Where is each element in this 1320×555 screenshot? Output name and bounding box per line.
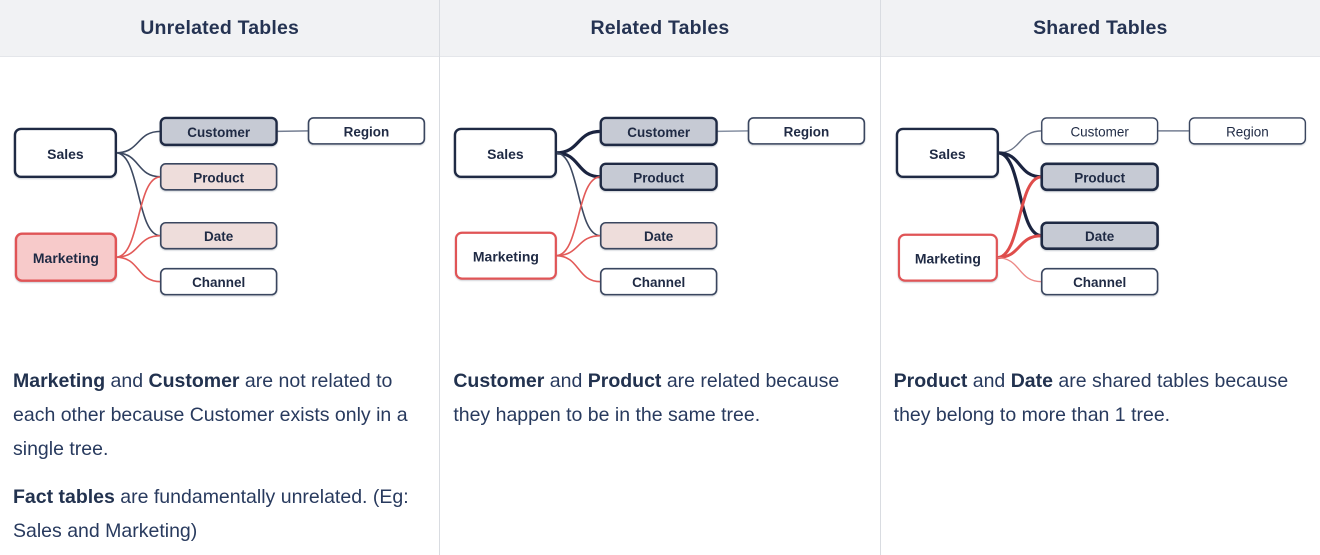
edge-marketing-channel	[995, 256, 1043, 283]
column-title: Related Tables	[590, 16, 730, 39]
notes-shared: Product and Date are shared tables becau…	[881, 352, 1320, 446]
node-channel: Channel	[600, 267, 718, 296]
edge-sales-date	[555, 152, 602, 237]
node-sales: Sales	[13, 127, 118, 179]
column-header: Shared Tables	[880, 0, 1320, 57]
node-channel: Channel	[1040, 267, 1159, 296]
node-product: Product	[1040, 162, 1159, 192]
body-text: and	[105, 369, 149, 392]
node-product: Product	[599, 162, 719, 191]
node-label-channel: Channel	[192, 275, 245, 290]
node-label-product: Product	[1074, 170, 1125, 185]
body-text: are related because they happen to be in…	[453, 369, 840, 426]
emphasized-text: Fact tables	[13, 485, 115, 508]
body-text: are fundamentally unrelated. (Eg: Sales …	[13, 485, 409, 542]
node-date: Date	[1040, 221, 1159, 251]
node-label-region: Region	[344, 124, 390, 139]
edge-marketing-product	[994, 175, 1043, 260]
body-text: and	[967, 369, 1011, 392]
edge-sales-date	[995, 151, 1044, 238]
edge-marketing-date	[994, 234, 1043, 260]
edge-marketing-channel	[555, 254, 602, 283]
node-marketing: Marketing	[14, 232, 118, 282]
edge-marketing-date	[115, 234, 162, 258]
node-label-sales: Sales	[47, 146, 84, 162]
edge-marketing-channel	[115, 256, 162, 283]
note-paragraph: Product and Date are shared tables becau…	[894, 364, 1296, 432]
body-text: are shared tables because they belong to…	[893, 369, 1289, 426]
node-label-date: Date	[644, 229, 674, 244]
node-label-marketing: Marketing	[915, 251, 981, 267]
node-channel: Channel	[159, 267, 278, 296]
body-text: are not related to each other because Cu…	[13, 369, 408, 460]
node-label-date: Date	[204, 229, 234, 244]
body-text: and	[544, 369, 588, 392]
note-paragraph: Fact tables are fundamentally unrelated.…	[13, 480, 415, 548]
emphasized-text: Product	[893, 369, 968, 392]
column-header: Unrelated Tables	[0, 0, 440, 57]
node-date: Date	[600, 221, 718, 250]
edge-marketing-product	[115, 176, 162, 258]
node-customer: Customer	[599, 116, 719, 147]
node-customer: Customer	[1040, 117, 1158, 145]
node-sales: Sales	[895, 127, 999, 179]
node-label-customer: Customer	[1070, 124, 1129, 139]
emphasized-text: Customer	[453, 369, 545, 392]
edge-marketing-date	[555, 234, 602, 257]
node-label-channel: Channel	[1073, 275, 1126, 290]
column-title: Unrelated Tables	[140, 16, 300, 39]
node-marketing: Marketing	[455, 231, 558, 280]
node-label-sales: Sales	[929, 146, 966, 162]
column-title: Shared Tables	[1033, 16, 1168, 39]
node-label-sales: Sales	[487, 146, 524, 162]
emphasized-text: Customer	[148, 369, 240, 392]
node-region: Region	[748, 117, 866, 145]
notes-unrelated: Marketing and Customer are not related t…	[0, 352, 439, 555]
node-label-product: Product	[634, 170, 685, 185]
edge-sales-product	[115, 152, 162, 178]
edge-marketing-product	[555, 176, 602, 257]
node-product: Product	[159, 163, 278, 191]
node-label-customer: Customer	[187, 125, 251, 140]
node-region: Region	[1188, 117, 1306, 145]
node-sales: Sales	[454, 127, 558, 179]
node-label-channel: Channel	[632, 275, 685, 290]
note-paragraph: Marketing and Customer are not related t…	[13, 364, 415, 466]
column-header: Related Tables	[440, 0, 880, 57]
node-label-marketing: Marketing	[33, 250, 99, 266]
emphasized-text: Date	[1010, 369, 1053, 392]
edge-sales-customer	[115, 130, 162, 154]
node-label-marketing: Marketing	[473, 249, 539, 265]
emphasized-text: Product	[587, 369, 662, 392]
edge-sales-customer	[996, 130, 1043, 154]
notes-related: Customer and Product are related because…	[440, 352, 879, 446]
edge-sales-date	[115, 152, 162, 237]
node-label-product: Product	[193, 170, 244, 185]
node-label-region: Region	[1226, 124, 1269, 139]
node-marketing: Marketing	[897, 233, 998, 282]
node-customer: Customer	[159, 116, 278, 147]
note-paragraph: Customer and Product are related because…	[453, 364, 855, 432]
emphasized-text: Marketing	[13, 369, 106, 392]
node-label-region: Region	[784, 124, 830, 139]
node-date: Date	[159, 221, 278, 250]
edge-sales-product	[554, 151, 603, 179]
node-label-customer: Customer	[628, 125, 692, 140]
node-label-date: Date	[1085, 229, 1115, 244]
node-region: Region	[307, 117, 426, 145]
edge-sales-customer	[554, 129, 603, 155]
